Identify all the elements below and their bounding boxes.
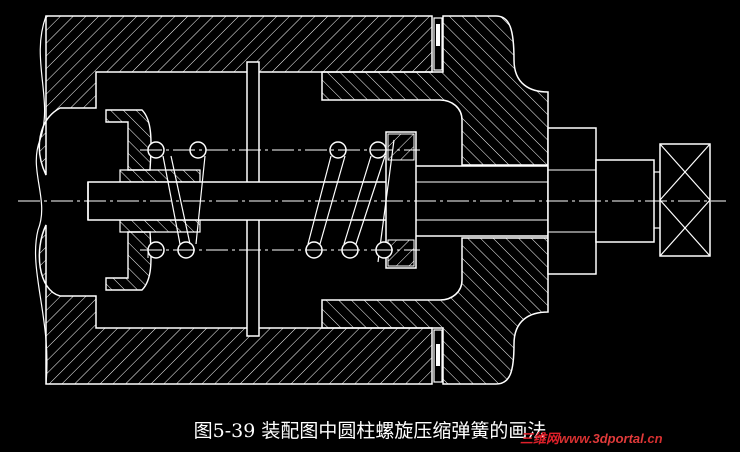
end-cap: [321, 15, 549, 385]
figure-caption: 图5-39 装配图中圆柱螺旋压缩弹簧的画法: [193, 420, 547, 442]
watermark-domain: 3dportal: [592, 431, 644, 446]
watermark-prefix: www.: [559, 431, 593, 446]
centerlines: [18, 149, 726, 251]
site-watermark: 三维网www.3dportal.cn: [520, 428, 663, 447]
watermark-suffix: .cn: [643, 431, 663, 446]
watermark-brand: 三维网: [520, 431, 560, 446]
compression-spring-right: [305, 141, 393, 259]
square-end: [654, 143, 711, 257]
